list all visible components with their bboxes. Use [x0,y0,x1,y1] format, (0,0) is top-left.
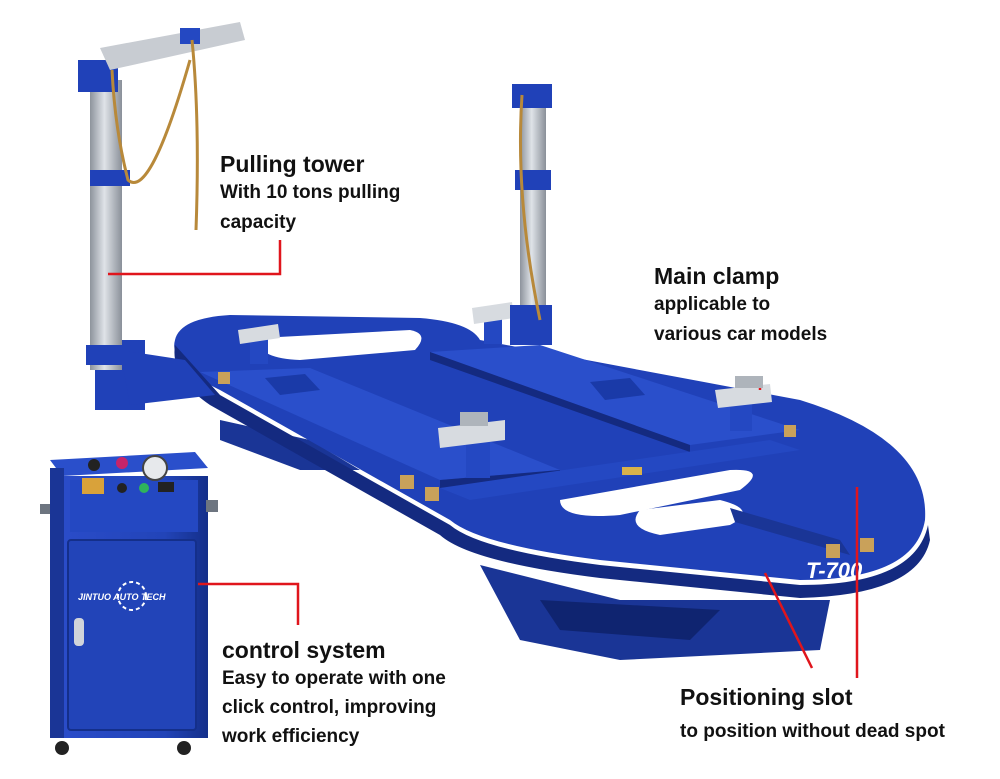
callout-desc: various car models [654,324,828,345]
svg-text:JINTUO AUTO TECH: JINTUO AUTO TECH [78,592,166,602]
chain-right [519,94,542,321]
callout-line-positioning-slot-a [763,572,814,669]
callout-main-clamp: Main clamp applicable to various car mod… [654,262,827,350]
callout-desc: capacity [220,212,297,233]
callout-title: Pulling tower [220,151,365,177]
callout-desc: work efficiency [222,726,360,747]
callout-title: control system [222,637,386,663]
callout-desc: Easy to operate with one [222,668,446,689]
callout-line-control-system [198,582,300,625]
bench-platform: T-700 [174,315,930,598]
callout-desc: click control, improving [222,697,437,718]
pulling-tower-left [78,22,245,410]
callout-desc: With 10 tons pulling [220,182,401,203]
clamp-right [715,376,772,431]
model-label: T-700 [806,558,863,583]
callout-desc: applicable to [654,294,771,315]
brand-logo: JINTUO AUTO TECH [78,581,166,611]
clamp-back-left [238,324,280,364]
main-clamps [238,302,772,478]
callout-control-system: control system Easy to operate with one … [222,636,446,751]
clamp-back-right [472,302,514,344]
chain-left [110,39,199,231]
callout-desc: to position without dead spot [680,721,945,742]
callout-pulling-tower: Pulling tower With 10 tons pulling capac… [220,150,400,238]
clamp-front [438,412,505,478]
pulling-tower-right [510,84,552,345]
callout-title: Main clamp [654,263,780,289]
callout-line-pulling-tower [108,240,282,276]
control-cabinet: JINTUO AUTO TECH [40,452,218,755]
callout-title: Positioning slot [680,684,853,710]
callout-lines [108,240,859,678]
callout-positioning-slot: Positioning slot to position without dea… [680,683,945,747]
